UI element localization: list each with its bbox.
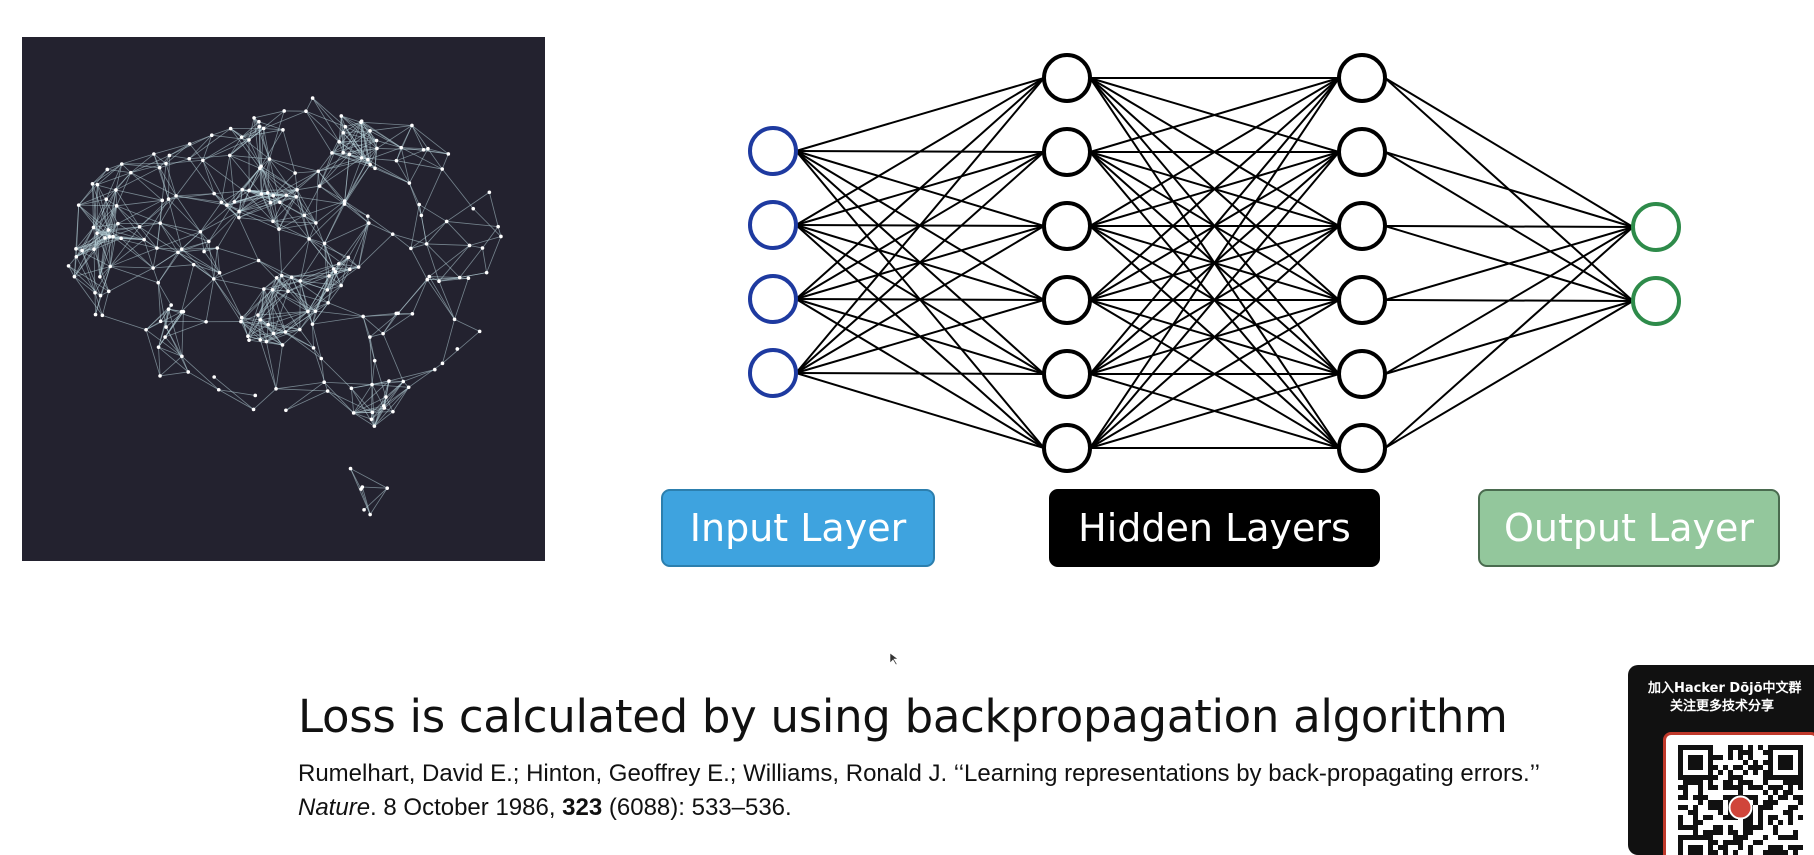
mouse-cursor-icon: [889, 652, 899, 666]
qr-code-pattern: [1666, 735, 1814, 855]
hidden-2-node-4: [1339, 277, 1385, 323]
connection-0-0-0: [796, 78, 1044, 151]
hidden-2-node-2: [1339, 129, 1385, 175]
input-layer-label: Input Layer: [661, 489, 935, 567]
hidden-layers-label: Hidden Layers: [1049, 489, 1380, 567]
qr-card-line2: 关注更多技术分享: [1670, 695, 1814, 714]
input-node-4: [750, 350, 796, 396]
hidden-2-node-6: [1339, 425, 1385, 471]
connection-0-3-5: [796, 373, 1044, 448]
citation-volume: 323: [562, 794, 602, 821]
network-connections: [796, 78, 1633, 448]
citation-pages: (6088): 533–536.: [602, 794, 791, 821]
input-node-3: [750, 276, 796, 322]
output-node-2: [1633, 278, 1679, 324]
output-node-1: [1633, 204, 1679, 250]
hidden-2-node-3: [1339, 203, 1385, 249]
connection-2-5-0: [1385, 227, 1633, 448]
citation-journal: Nature: [298, 794, 370, 821]
hidden-1-node-6: [1044, 425, 1090, 471]
qr-promo-card[interactable]: 加入Hacker Dōjō中文群 关注更多技术分享: [1628, 665, 1814, 855]
connection-0-2-0: [796, 78, 1044, 299]
hidden-1-node-2: [1044, 129, 1090, 175]
citation-date: . 8 October 1986,: [370, 794, 562, 821]
hidden-1-node-4: [1044, 277, 1090, 323]
connection-2-0-0: [1385, 78, 1633, 227]
citation-text: Rumelhart, David E.; Hinton, Geoffrey E.…: [298, 757, 1548, 825]
qr-card-line1: 加入Hacker Dōjō中文群: [1648, 677, 1814, 696]
hidden-2-node-1: [1339, 55, 1385, 101]
slide-caption-title: Loss is calculated by using backpropagat…: [298, 690, 1508, 743]
output-layer-label: Output Layer: [1478, 489, 1780, 567]
input-node-2: [750, 202, 796, 248]
connection-2-1-0: [1385, 152, 1633, 227]
connection-0-3-4: [796, 373, 1044, 374]
connection-2-5-1: [1385, 301, 1633, 448]
citation-authors-title: Rumelhart, David E.; Hinton, Geoffrey E.…: [298, 760, 1539, 787]
hidden-1-node-3: [1044, 203, 1090, 249]
input-node-1: [750, 128, 796, 174]
qr-code-icon[interactable]: [1663, 732, 1814, 855]
hidden-2-node-5: [1339, 351, 1385, 397]
hidden-1-node-1: [1044, 55, 1090, 101]
neural-network-diagram: [0, 0, 1814, 560]
connection-2-2-0: [1385, 226, 1633, 227]
hidden-1-node-5: [1044, 351, 1090, 397]
